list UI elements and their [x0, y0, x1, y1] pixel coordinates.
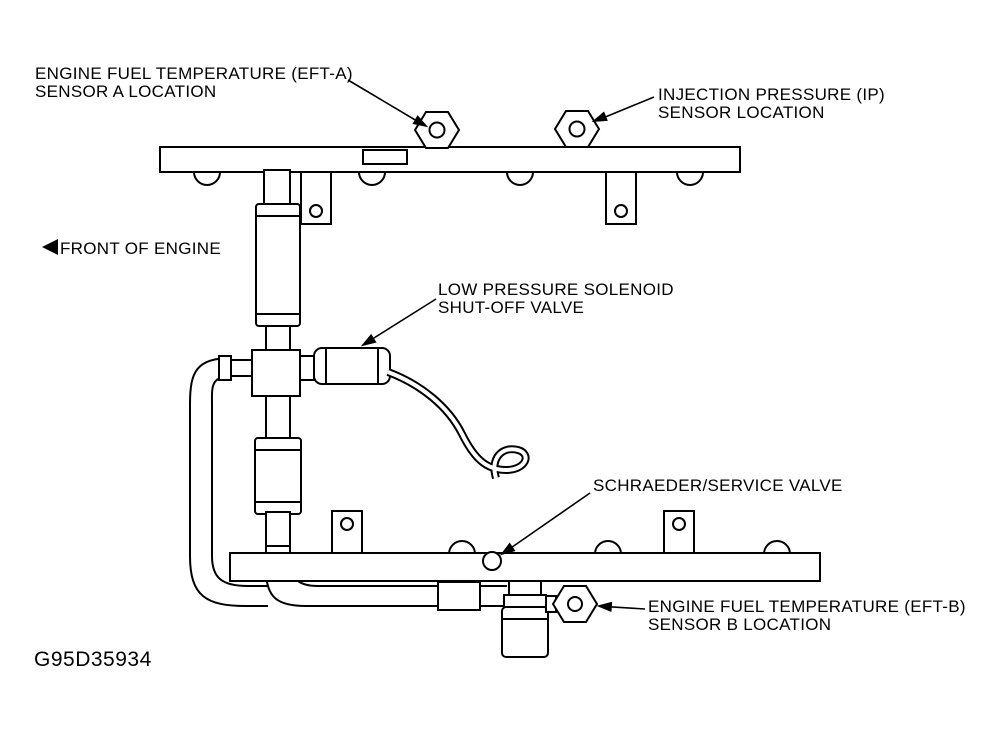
top-fuel-rail [159, 110, 741, 225]
bracket-hole [672, 517, 686, 531]
solenoid-arrowhead [360, 333, 377, 347]
eft-a-sensor [413, 111, 461, 149]
ip-leader [597, 96, 655, 121]
eft-b-fitting [501, 580, 599, 658]
eft-a-leader [347, 79, 423, 125]
callout-ip-sensor: INJECTION PRESSURE (IP) SENSOR LOCATION [658, 86, 885, 122]
callout-front-of-engine: FRONT OF ENGINE [60, 239, 221, 259]
pipe-segment [265, 511, 291, 547]
callout-schraeder: SCHRAEDER/SERVICE VALVE [593, 477, 843, 495]
front-of-engine-label: FRONT OF ENGINE [60, 239, 221, 258]
callout-eft-a: ENGINE FUEL TEMPERATURE (EFT-A) SENSOR A… [35, 65, 353, 101]
injector-port [505, 171, 535, 186]
solenoid-leader [365, 298, 437, 344]
solenoid-connector [299, 355, 315, 381]
return-loop-inner [210, 375, 268, 587]
ip-sensor [553, 110, 601, 148]
eft-b-sensor [551, 585, 599, 623]
callout-schraeder-text: SCHRAEDER/SERVICE VALVE [593, 476, 843, 495]
callout-solenoid: LOW PRESSURE SOLENOID SHUT-OFF VALVE [438, 281, 674, 317]
bracket-hole [309, 204, 323, 218]
bracket-hole [340, 517, 354, 531]
injector-port [675, 171, 705, 186]
eft-b-arrowhead [596, 601, 613, 612]
callout-eft-a-line1: ENGINE FUEL TEMPERATURE (EFT-A) [35, 64, 353, 83]
injector-port [192, 171, 222, 186]
callout-eft-b-line2: SENSOR B LOCATION [648, 615, 832, 634]
schraeder-leader [504, 492, 591, 553]
pipe-segment [265, 325, 291, 353]
eft-a-arrowhead [412, 115, 429, 128]
solenoid-hose-core [387, 370, 528, 479]
callout-eft-b: ENGINE FUEL TEMPERATURE (EFT-B) SENSOR B… [648, 598, 966, 634]
ip-arrowhead [591, 111, 608, 122]
fitting-cylinder [501, 606, 549, 658]
fitting-neck [508, 580, 542, 596]
schraeder-valve [482, 551, 502, 571]
tee-left-stub [229, 359, 253, 377]
callout-eft-a-line2: SENSOR A LOCATION [35, 82, 217, 101]
schraeder-arrowhead [499, 542, 516, 556]
figure-id-code: G95D35934 [34, 648, 152, 671]
callout-ip-line1: INJECTION PRESSURE (IP) [658, 85, 885, 104]
sensor-boss [362, 149, 408, 165]
leader-lines [347, 79, 655, 612]
injector-port [593, 540, 623, 555]
bottom-fuel-rail [229, 510, 821, 658]
bottom-rail-body [229, 552, 821, 582]
callout-solenoid-line2: SHUT-OFF VALVE [438, 298, 585, 317]
bracket-hole [614, 204, 628, 218]
callout-eft-b-line1: ENGINE FUEL TEMPERATURE (EFT-B) [648, 597, 966, 616]
injector-port [447, 540, 477, 555]
callout-ip-line2: SENSOR LOCATION [658, 103, 825, 122]
pipe-segment [265, 395, 291, 441]
under-pipe-coupling [437, 581, 481, 611]
front-of-engine-arrow-icon [42, 239, 58, 255]
pipe-segment [263, 169, 291, 207]
top-rail-body [159, 146, 741, 173]
left-pipe-assembly [189, 169, 507, 611]
callout-solenoid-line1: LOW PRESSURE SOLENOID [438, 280, 674, 299]
injector-port [762, 540, 792, 555]
fitting-collar [503, 594, 547, 608]
return-loop-outer [189, 357, 268, 607]
solenoid-body [313, 347, 391, 385]
tee-fitting [251, 349, 301, 397]
tee-left-cap [218, 355, 232, 381]
upper-cylinder [255, 203, 301, 327]
injector-port [357, 171, 387, 186]
solenoid-valve [299, 347, 530, 480]
